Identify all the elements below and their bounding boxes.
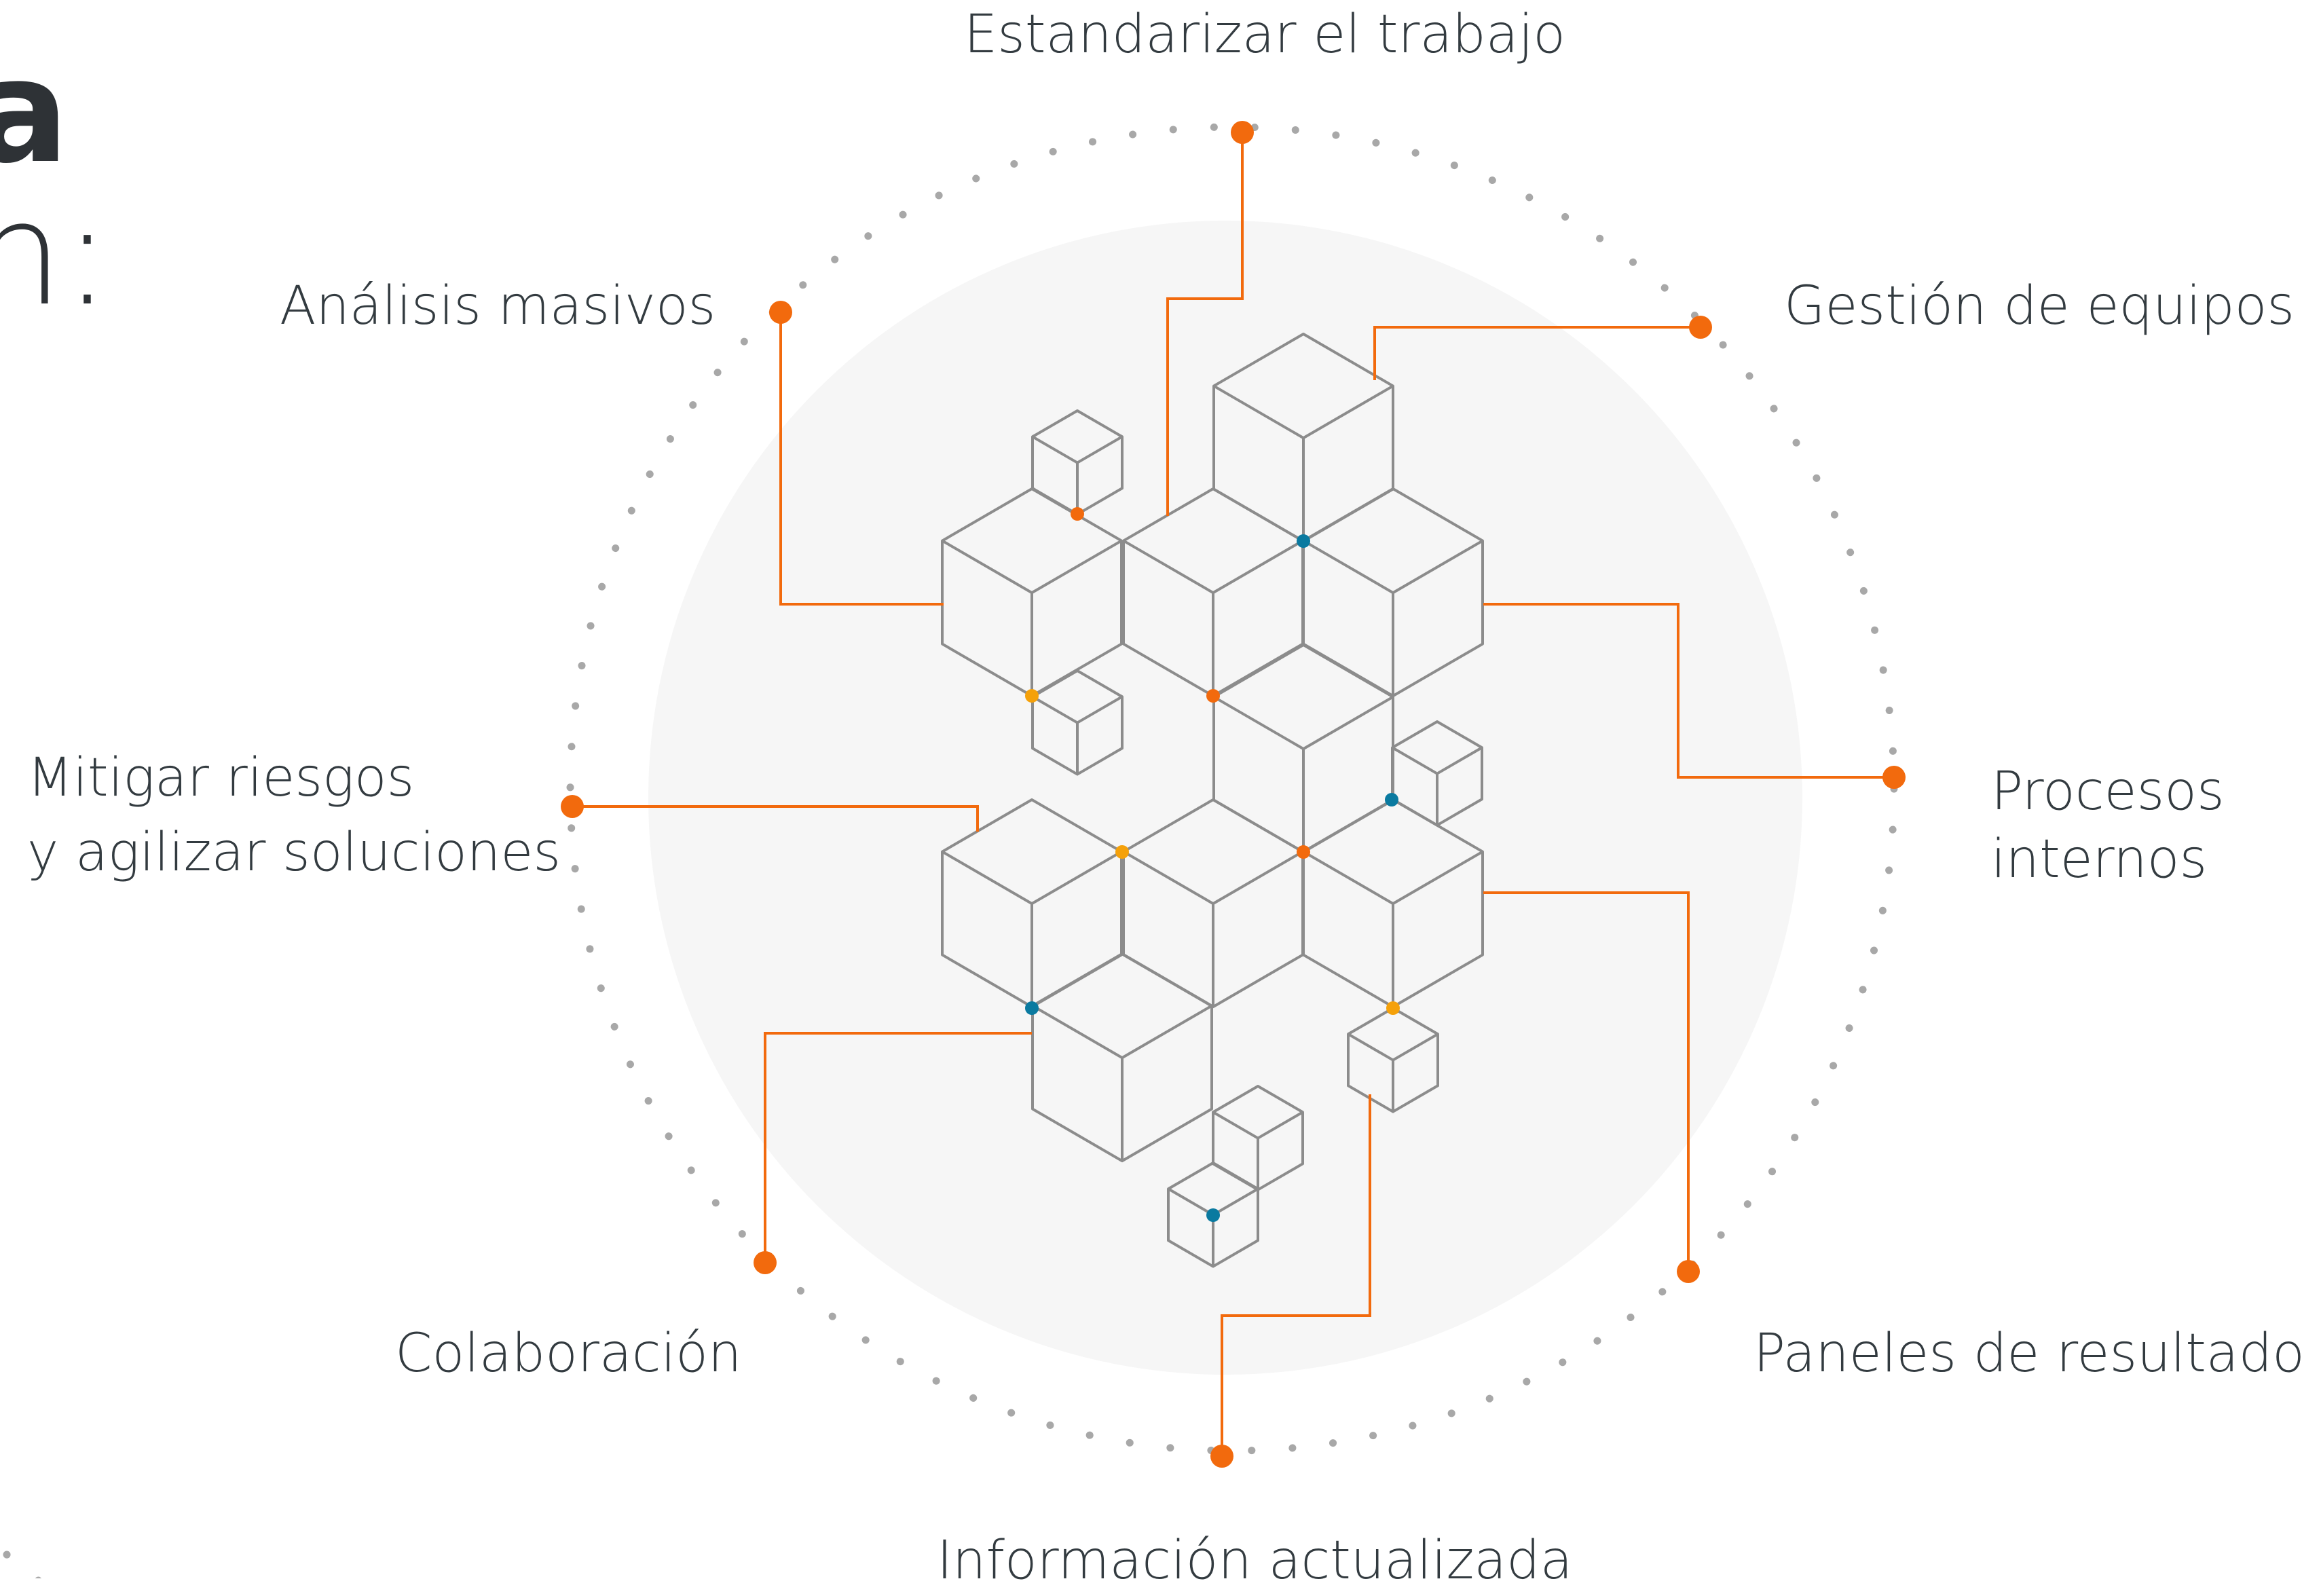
label-mitigar-line-1: Mitigar riesgos [27, 747, 415, 809]
endpoint-informacion [1210, 1445, 1233, 1468]
heading-line-2: n: [0, 171, 111, 337]
node-yellow [1115, 845, 1129, 859]
endpoint-mitigar [561, 795, 584, 818]
node-blue [1385, 793, 1398, 806]
center-disc [648, 221, 1802, 1375]
heading-line-1: a [0, 29, 69, 195]
connector-lines [572, 132, 1894, 1456]
endpoint-paneles [1677, 1260, 1700, 1283]
connector-procesos [1483, 603, 1894, 779]
connector-estandarizar [1166, 132, 1244, 516]
node-blue [1025, 1001, 1039, 1015]
node-yellow [1025, 689, 1039, 703]
endpoint-procesos [1882, 766, 1906, 789]
connector-analisis [779, 312, 944, 606]
connector-colaboracion [764, 1032, 1032, 1263]
connector-paneles [1483, 891, 1690, 1272]
cube-13 [1347, 1007, 1439, 1113]
node-yellow [1386, 1001, 1400, 1015]
connector-gestion [1373, 326, 1701, 380]
connector-informacion [1221, 1094, 1371, 1456]
endpoint-estandarizar [1231, 121, 1254, 144]
connector-mitigar [572, 805, 979, 832]
endpoint-colaboracion [754, 1251, 777, 1274]
label-gestion: Gestión de equipos [1784, 276, 2295, 337]
left-ring-fragment [3, 1551, 43, 1578]
connector-endpoints [561, 121, 1906, 1468]
label-estandarizar: Estandarizar el trabajo [964, 4, 1565, 65]
label-analisis: Análisis masivos [280, 276, 716, 337]
node-orange [1297, 845, 1310, 859]
label-procesos-line-2: internos [1991, 829, 2208, 890]
label-informacion: Información actualizada [937, 1530, 1573, 1591]
node-orange [1071, 507, 1084, 521]
cube-nodes [1025, 507, 1400, 1222]
node-blue [1206, 1208, 1220, 1222]
endpoint-gestion [1689, 316, 1712, 339]
label-mitigar-line-2: y agilizar soluciones [27, 822, 561, 883]
node-blue [1297, 534, 1310, 548]
label-procesos-line-1: Procesos [1991, 761, 2225, 822]
label-paneles: Paneles de resultados [1753, 1323, 2302, 1384]
node-orange [1206, 689, 1220, 703]
label-colaboracion: Colaboración [395, 1323, 742, 1384]
endpoint-analisis [769, 301, 792, 324]
